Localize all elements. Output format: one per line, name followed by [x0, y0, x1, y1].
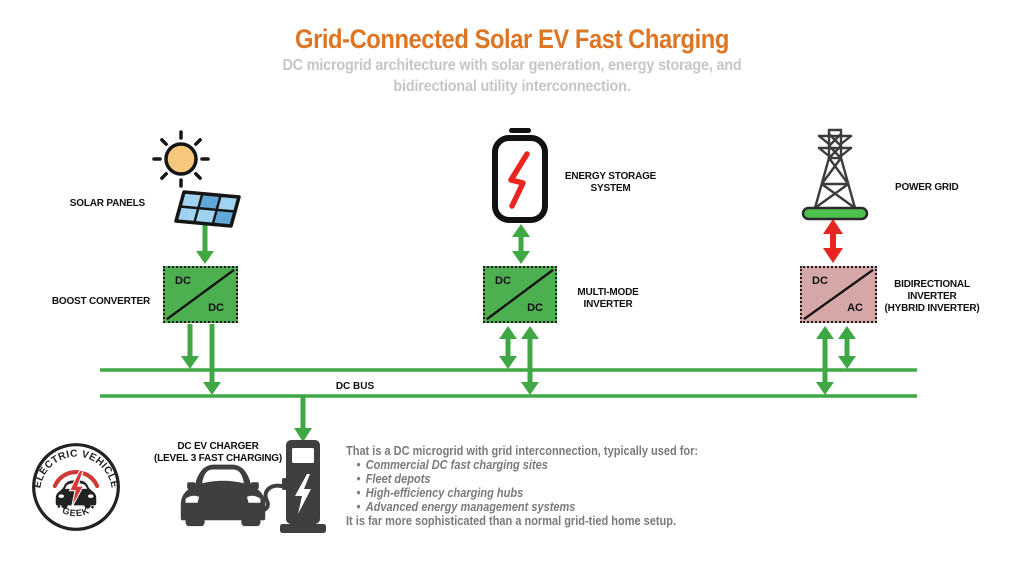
lightning-bolt-icon: [508, 151, 530, 209]
arrow-solar-to-boost: [196, 224, 214, 264]
arrow-bus-to-charger: [294, 397, 312, 442]
car-headlight-left: [185, 495, 200, 503]
multi-mode-inverter-label: MULTI-MODE INVERTER: [577, 287, 639, 310]
bidirectional-inverter-box: DC AC: [800, 266, 877, 323]
arrows-inverter-to-bus: [816, 326, 856, 395]
boost-dc-in-label: DC: [175, 275, 191, 287]
electric-vehicle-geek-logo: ELECTRIC VEHICLE • GEEK •: [32, 443, 120, 531]
arrow-battery-multimode: [512, 224, 530, 264]
car-windshield: [202, 469, 244, 484]
logo-lightning-bolt: [68, 469, 85, 509]
multi-mode-inverter-box: DC DC: [483, 266, 557, 323]
charger-bolt-icon: [295, 474, 311, 514]
logo-red-arc: [52, 470, 100, 489]
car-mirror-right: [250, 482, 259, 490]
bullet-item: Fleet depots: [357, 472, 760, 487]
ev-charger-label: DC EV CHARGER (LEVEL 3 FAST CHARGING): [153, 441, 282, 464]
bullet-item: Advanced energy management systems: [357, 500, 760, 515]
power-grid-label: POWER GRID: [895, 182, 959, 193]
arrow-grid-inverter: [823, 219, 843, 263]
energy-storage-label: ENERGY STORAGE SYSTEM: [564, 171, 657, 194]
dc-bus-label: DC BUS: [320, 376, 390, 394]
battery-icon: [492, 128, 548, 223]
solar-panel-icon: [174, 190, 241, 228]
arrows-boost-to-bus: [181, 324, 221, 395]
bidirectional-inverter-label: BIDIRECTIONAL INVERTER (HYBRID INVERTER): [884, 279, 980, 314]
bidirectional-ac-label: AC: [847, 302, 863, 314]
arrows-multimode-to-bus: [499, 326, 539, 395]
charger-screen: [292, 448, 314, 463]
multimode-dc-in-label: DC: [495, 275, 511, 287]
sun-icon: [152, 130, 210, 188]
diagonal-line: [803, 268, 874, 321]
ev-car-icon: [180, 464, 266, 527]
power-grid-tower-icon: [801, 128, 869, 221]
bullet-item: High-efficiency charging hubs: [357, 486, 760, 501]
page-subtitle-line1: DC microgrid architecture with solar gen…: [282, 57, 742, 74]
bidirectional-dc-label: DC: [812, 275, 828, 287]
description-block: That is a DC microgrid with grid interco…: [346, 444, 760, 528]
boost-dc-out-label: DC: [208, 302, 224, 314]
solar-panels-label: SOLAR PANELS: [69, 198, 145, 209]
description-outro: It is far more sophisticated than a norm…: [346, 513, 677, 528]
diagonal-line: [166, 268, 235, 321]
boost-converter-box: DC DC: [163, 266, 238, 323]
ev-charging-station-icon: [280, 440, 326, 533]
car-headlight-right: [246, 495, 261, 503]
page-title: Grid-Connected Solar EV Fast Charging: [295, 24, 729, 54]
diagonal-line: [486, 268, 554, 321]
multimode-dc-out-label: DC: [527, 302, 543, 314]
tower-base: [801, 206, 869, 221]
dc-bus-lines: [100, 368, 917, 398]
page-subtitle-line2: bidirectional utility interconnection.: [393, 78, 631, 95]
bullet-item: Commercial DC fast charging sites: [357, 458, 760, 473]
boost-converter-label: BOOST CONVERTER: [51, 296, 150, 307]
description-intro: That is a DC microgrid with grid interco…: [346, 444, 699, 458]
description-bullets: Commercial DC fast charging sites Fleet …: [346, 458, 760, 515]
car-mirror-left: [187, 482, 196, 490]
